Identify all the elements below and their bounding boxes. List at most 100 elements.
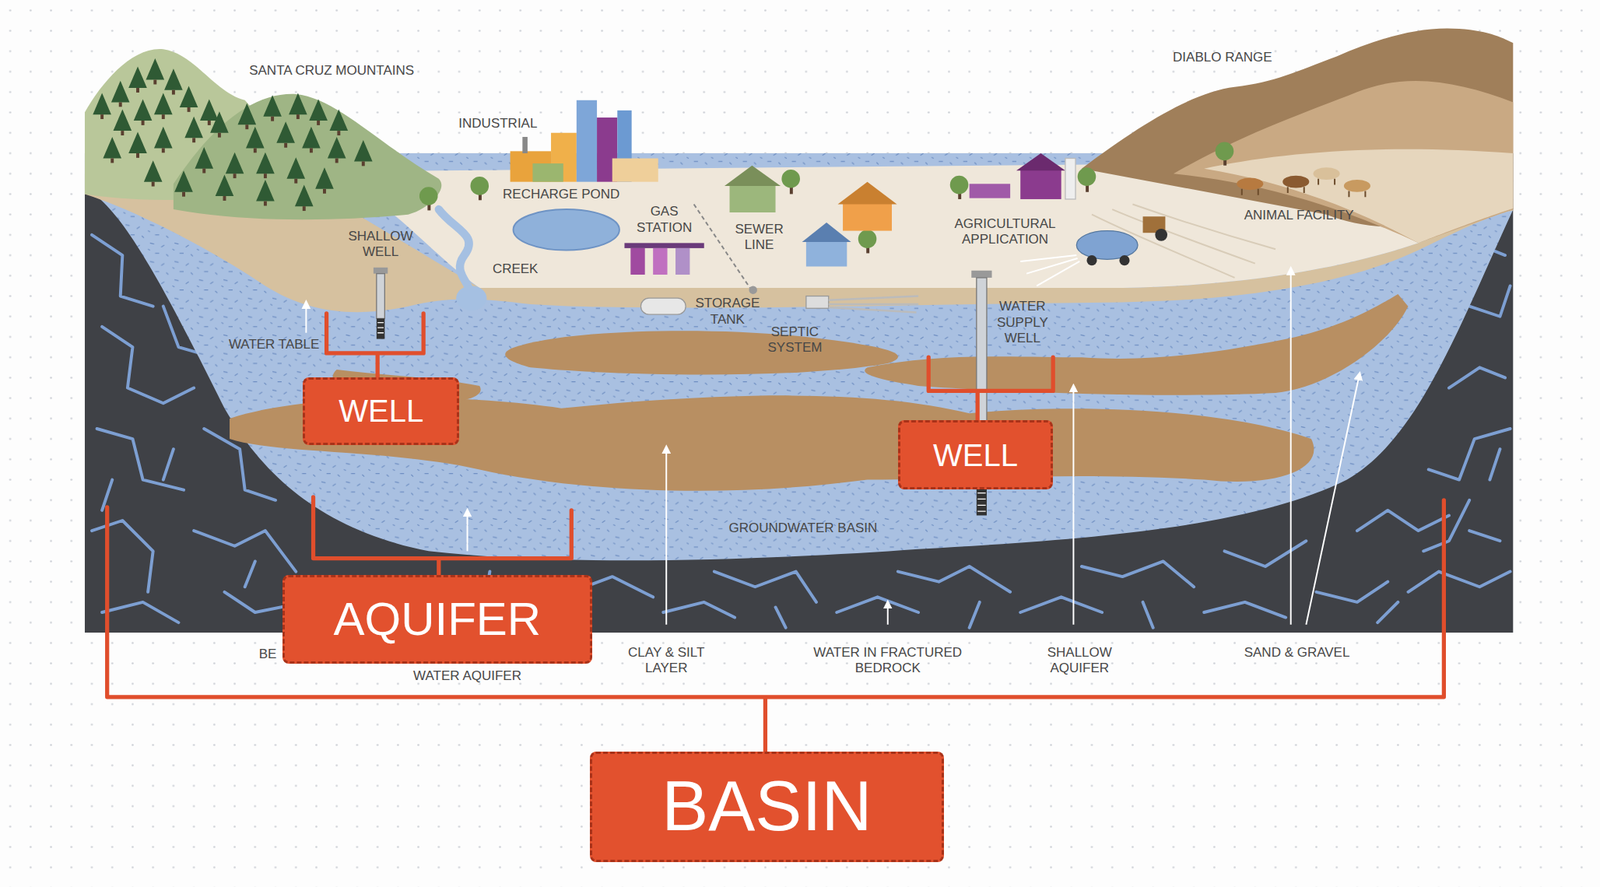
illustration-label: INDUSTRIAL (458, 115, 537, 132)
illustration-label: SAND & GRAVEL (1244, 645, 1351, 661)
illustration-label: SANTA CRUZ MOUNTAINS (249, 63, 415, 79)
conifer-trees (215, 174, 235, 200)
conifer-trees (238, 103, 257, 130)
annotation-brackets (107, 313, 1445, 756)
illustration-label: CLAY & SILT LAYER (624, 645, 709, 678)
illustration-label: ANIMAL FACILITY (1244, 207, 1355, 224)
illustration-label: DIABLO RANGE (1172, 49, 1273, 66)
cross-section (84, 28, 1514, 633)
wells (376, 273, 385, 320)
animals (1236, 177, 1264, 190)
gas-station (630, 248, 645, 275)
conifer-trees (210, 111, 229, 137)
septic-system (806, 296, 919, 313)
illustration-label: WATER IN FRACTURED BEDROCK (810, 645, 966, 678)
sewer-line (694, 204, 751, 289)
gas-station (624, 242, 704, 315)
conifer-trees (315, 167, 334, 193)
wells (373, 267, 388, 274)
farm (1086, 255, 1097, 266)
annotation-brackets (107, 500, 1445, 756)
farm (1020, 255, 1080, 286)
illustration-label: SEPTIC SYSTEM (763, 324, 826, 357)
houses (724, 165, 781, 186)
callout-box: WELL (898, 420, 1053, 490)
flow-arrows (1290, 270, 1292, 625)
callout-box: WELL (302, 377, 460, 446)
conifer-trees (133, 98, 153, 125)
houses (842, 202, 892, 232)
illustration-label: SEWER LINE (731, 221, 788, 254)
farm (1154, 228, 1168, 242)
deciduous-trees (419, 186, 439, 206)
houses (729, 183, 776, 213)
conifer-trees (154, 126, 173, 153)
annotation-brackets (313, 497, 572, 579)
wells (376, 318, 385, 339)
santa-cruz-mountains (173, 94, 442, 220)
gas-station (652, 248, 667, 275)
conifer-trees (174, 170, 193, 197)
houses (724, 165, 898, 267)
conifer-trees (327, 136, 347, 163)
illustration-label: RECHARGE POND (502, 186, 620, 203)
flow-arrows (305, 270, 1359, 625)
farm (1016, 153, 1066, 171)
industrial-buildings (612, 158, 659, 183)
conifer-trees (113, 109, 133, 136)
conifer-trees (143, 160, 163, 186)
conifer-trees (288, 93, 308, 120)
conifer-trees (179, 85, 199, 112)
conifer-trees (102, 136, 122, 163)
flow-arrows (1072, 388, 1074, 625)
farm (1020, 168, 1061, 200)
callout-text: WELL (933, 437, 1018, 474)
santa-cruz-mountains (84, 49, 442, 220)
conifer-trees (329, 109, 349, 136)
gas-station (675, 248, 690, 275)
conifer-trees (184, 116, 204, 143)
farm (1119, 255, 1130, 266)
deciduous-trees (950, 175, 969, 195)
conifer-trees (128, 66, 148, 93)
industrial-buildings (522, 136, 528, 154)
illustration-label: SHALLOW WELL (344, 228, 417, 261)
diablo-range (1081, 28, 1514, 243)
illustration-label: CREEK (492, 261, 539, 278)
wells (977, 487, 986, 512)
farm (969, 183, 1011, 198)
conifer-trees (256, 152, 275, 179)
illustration-label: SHALLOW AQUIFER (1041, 645, 1118, 678)
bedrock (84, 153, 1514, 633)
houses (838, 182, 898, 205)
animals (1313, 167, 1341, 180)
illustration-label: BE (259, 646, 278, 663)
conifer-trees (286, 157, 306, 183)
animals (1343, 179, 1371, 193)
industrial-buildings (510, 100, 659, 183)
conifer-trees (294, 185, 314, 211)
conifer-trees (276, 121, 295, 148)
deciduous-trees (1215, 142, 1235, 162)
flow-arrows (1305, 375, 1359, 625)
flow-arrows (305, 304, 307, 334)
conifer-trees (245, 126, 265, 153)
illustration-label: AGRICULTURAL APPLICATION (948, 216, 1062, 249)
deciduous-trees (1077, 167, 1097, 186)
flow-arrows (887, 604, 889, 625)
conifer-trees (308, 98, 328, 125)
conifer-trees (194, 147, 214, 173)
illustration-label: STORAGE TANK (691, 295, 764, 328)
septic-system (828, 296, 919, 313)
annotation-brackets (928, 357, 1053, 423)
illustration-label: GAS STATION (633, 203, 696, 236)
gas-station (640, 298, 686, 315)
illustration-label: WATER AQUIFER (413, 668, 522, 685)
recharge-pond-and-creek (438, 209, 620, 311)
ground-surface (336, 163, 1419, 288)
callout-box: BASIN (589, 751, 944, 863)
conifer-trees (154, 93, 173, 120)
deciduous-trees (781, 169, 800, 189)
conifer-trees (256, 179, 275, 206)
wells (971, 270, 992, 278)
